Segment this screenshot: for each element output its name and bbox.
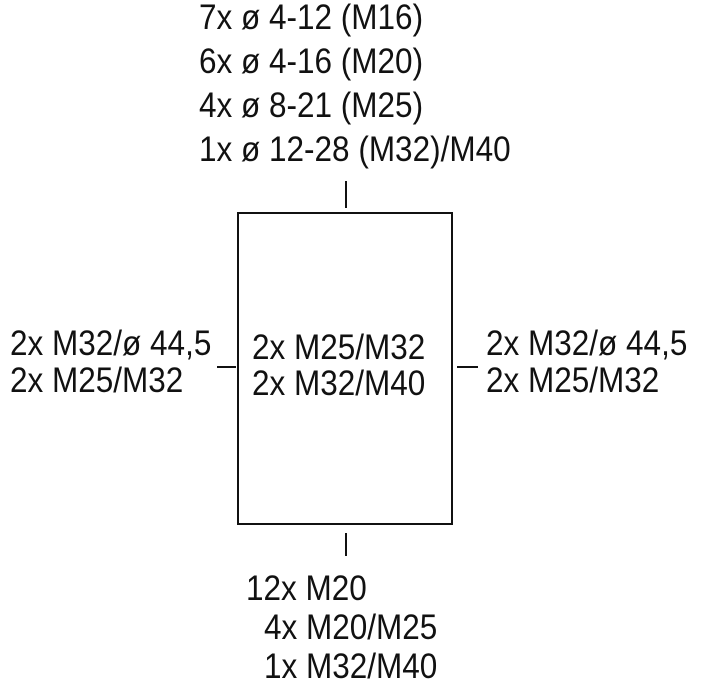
right-tick	[457, 366, 478, 368]
bottom-entry: 4x M20/M25	[264, 608, 438, 647]
right-entry: 2x M32/ø 44,5	[486, 324, 688, 363]
left-side-entries: 2x M32/ø 44,5 2x M25/M32	[10, 325, 211, 399]
right-entry: 2x M25/M32	[486, 361, 660, 400]
bottom-entry: 12x M20	[246, 569, 367, 608]
left-entry: 2x M25/M32	[10, 361, 184, 400]
left-tick	[217, 366, 236, 368]
right-side-entries: 2x M32/ø 44,5 2x M25/M32	[486, 325, 687, 399]
bottom-side-entries: 12x M20 4x M20/M25 1x M32/M40	[246, 569, 437, 686]
top-side-entries: 7x ø 4-12 (M16) 6x ø 4-16 (M20) 4x ø 8-2…	[199, 0, 511, 172]
top-entry: 7x ø 4-12 (M16)	[199, 0, 424, 37]
top-entry: 4x ø 8-21 (M25)	[199, 86, 424, 125]
top-entry: 1x ø 12-28 (M32)/M40	[199, 130, 511, 169]
bottom-tick	[345, 533, 347, 556]
top-tick	[345, 181, 347, 208]
top-entry: 6x ø 4-16 (M20)	[199, 42, 424, 81]
enclosure-outline	[237, 212, 453, 525]
center-entry: 2x M32/M40	[252, 364, 426, 403]
left-entry: 2x M32/ø 44,5	[10, 324, 212, 363]
bottom-entry: 1x M32/M40	[264, 647, 438, 686]
rear-side-entries: 2x M25/M32 2x M32/M40	[252, 330, 425, 402]
center-entry: 2x M25/M32	[252, 328, 426, 367]
